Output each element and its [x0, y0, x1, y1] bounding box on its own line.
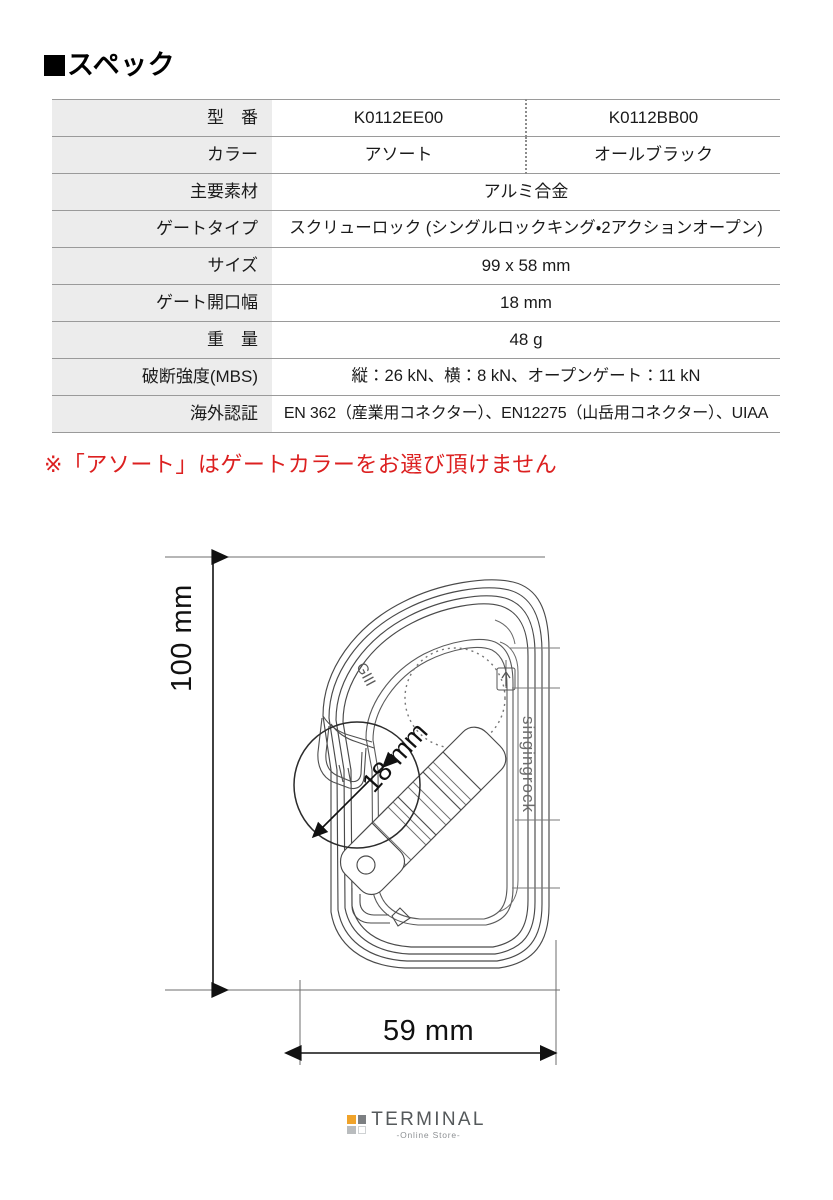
table-row: 型 番 K0112EE00 K0112BB00 — [52, 99, 780, 137]
carabiner-model-mark: GIII — [352, 660, 378, 689]
table-row: 重 量 48 g — [52, 321, 780, 359]
row-value-material: アルミ合金 — [272, 173, 780, 211]
row-label-model-number: 型 番 — [52, 99, 272, 137]
gate-opening-callout-circle — [293, 721, 421, 849]
carabiner-body-outline — [322, 579, 550, 969]
table-row: サイズ 99 x 58 mm — [52, 247, 780, 285]
row-value-weight: 48 g — [272, 321, 780, 359]
carabiner-technical-drawing: GIII — [0, 520, 833, 1100]
carabiner-gate-latch — [351, 888, 411, 927]
logo-subtitle: -Online Store- — [396, 1130, 461, 1140]
row-label-color: カラー — [52, 136, 272, 174]
row-value-model-number-right: K0112BB00 — [525, 99, 780, 137]
dimension-label-width: 59 mm — [383, 1015, 475, 1047]
row-label-material: 主要素材 — [52, 173, 272, 211]
carabiner-brand-text: singingrock — [519, 716, 538, 813]
row-value-color-right: オールブラック — [525, 136, 780, 174]
row-value-certification: EN 362（産業用コネクター）、EN12275（山岳用コネクター）、UIAA — [272, 395, 780, 433]
row-value-gate-type: スクリューロック (シングルロックキング・2アクションオープン) — [272, 210, 780, 248]
table-row: 主要素材 アルミ合金 — [52, 173, 780, 211]
row-value-model-number-left: K0112EE00 — [272, 99, 526, 137]
spec-table: 型 番 K0112EE00 K0112BB00 カラー アソート オールブラック… — [52, 99, 780, 433]
table-row: ゲートタイプ スクリューロック (シングルロックキング・2アクションオープン) — [52, 210, 780, 248]
row-label-size: サイズ — [52, 247, 272, 285]
table-row: 海外認証 EN 362（産業用コネクター）、EN12275（山岳用コネクター）、… — [52, 395, 780, 433]
carabiner-gate-hinge — [339, 822, 406, 896]
table-row: ゲート開口幅 18 mm — [52, 284, 780, 322]
row-label-certification: 海外認証 — [52, 395, 272, 433]
page-title: スペック — [44, 52, 175, 79]
row-label-gate-opening: ゲート開口幅 — [52, 284, 272, 322]
terminal-logo-mark-icon — [347, 1115, 367, 1135]
gate-opening-arrow — [311, 751, 399, 839]
assort-color-note: ※「アソート」はゲートカラーをお選び頂けません — [44, 452, 558, 477]
row-value-size: 99 x 58 mm — [272, 247, 780, 285]
logo-square-top-left — [347, 1115, 356, 1124]
page-title-text: スペック — [67, 50, 176, 80]
footer: TERMINAL -Online Store- — [0, 1110, 833, 1140]
leader-lines — [510, 647, 560, 889]
heading-square-bullet-icon — [44, 55, 65, 76]
logo-title: TERMINAL — [371, 1109, 486, 1130]
logo-square-top-right — [357, 1115, 367, 1124]
row-label-mbs: 破断強度(MBS) — [52, 358, 272, 396]
terminal-logo[interactable]: TERMINAL -Online Store- — [347, 1110, 485, 1140]
carabiner-spine-detail — [494, 619, 519, 913]
table-row: カラー アソート オールブラック — [52, 136, 780, 174]
terminal-logo-text: TERMINAL -Online Store- — [371, 1110, 485, 1140]
row-label-gate-type: ゲートタイプ — [52, 210, 272, 248]
row-value-gate-opening: 18 mm — [272, 284, 780, 322]
row-value-color-left: アソート — [272, 136, 526, 174]
row-value-mbs: 縦：26 kN、横：8 kN、オープンゲート：11 kN — [272, 358, 780, 396]
row-label-weight: 重 量 — [52, 321, 272, 359]
dimension-label-height: 100 mm — [166, 584, 198, 692]
logo-square-bottom-right — [357, 1125, 367, 1135]
logo-square-bottom-left — [347, 1125, 356, 1135]
table-row: 破断強度(MBS) 縦：26 kN、横：8 kN、オープンゲート：11 kN — [52, 358, 780, 396]
